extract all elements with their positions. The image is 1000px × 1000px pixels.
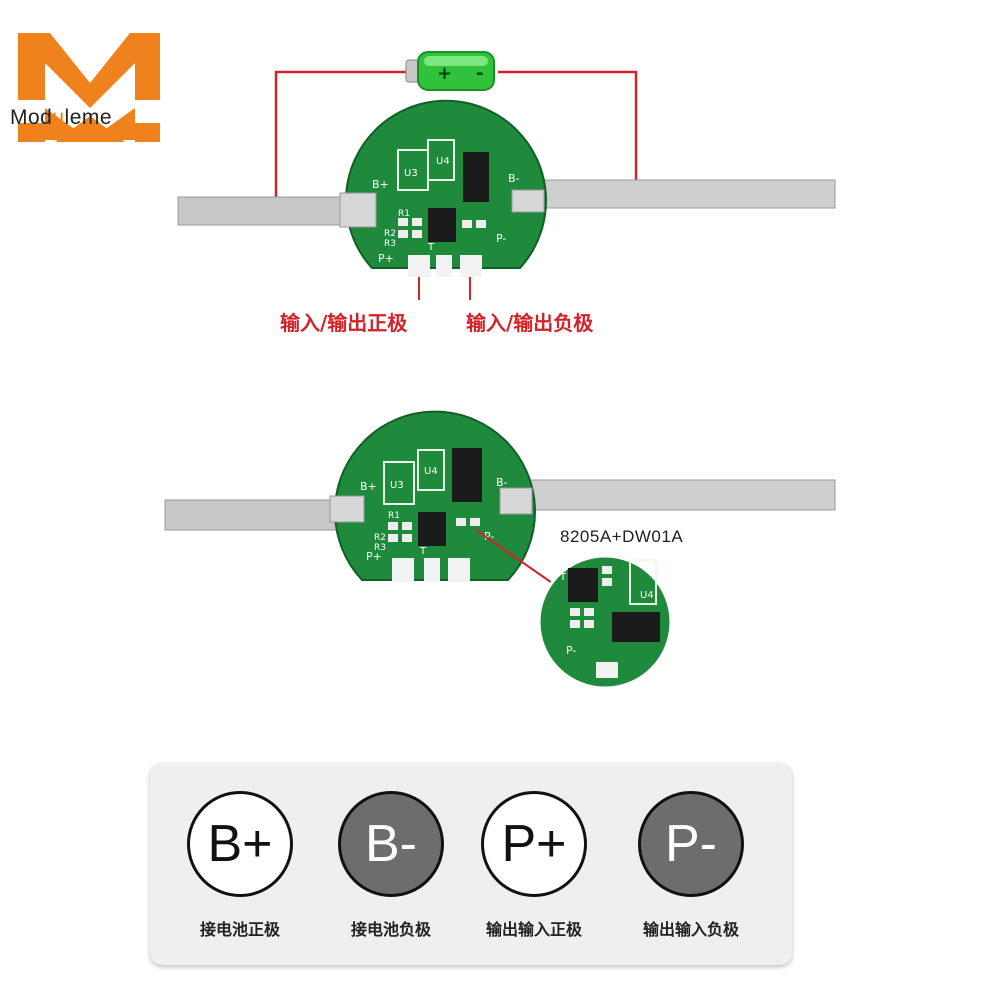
svg-text:R1: R1 [388, 511, 400, 521]
label-io-negative: 输入/输出负极 [466, 311, 594, 335]
positive-wire [274, 70, 418, 212]
brand-logo: Moduleme [10, 28, 175, 148]
caption-p-plus: 输出输入正极 [485, 920, 582, 939]
chip-label: 8205A+DW01A [560, 527, 684, 546]
caption-p-minus: 输出输入负极 [642, 920, 739, 939]
svg-text:B-: B- [508, 172, 520, 185]
svg-text:P-: P- [496, 232, 506, 245]
pcb-board: B+ B- P+ P- U3 U4 R1 R2 R3 T [329, 410, 536, 582]
svg-text:R3: R3 [384, 239, 396, 249]
label-io-positive: 输入/输出正极 [280, 311, 408, 335]
svg-text:P+: P+ [366, 550, 382, 563]
svg-text:U4: U4 [436, 156, 450, 167]
pcb-board: B+ B- P+ P- U3 U4 R1 R2 R3 T [339, 99, 547, 277]
svg-text:-: - [476, 63, 483, 84]
pin-legend-panel: B+ 接电池正极 B- 接电池负极 P+ 输出输入正极 P- 输出输入负极 [150, 763, 792, 965]
svg-text:U3: U3 [390, 480, 404, 491]
svg-text:R2: R2 [384, 229, 396, 239]
svg-text:P-: P- [484, 530, 494, 543]
svg-text:B+: B+ [360, 480, 377, 493]
svg-text:U4: U4 [424, 466, 438, 477]
chip-zoom-inset: T U4 P- [537, 554, 673, 690]
negative-wire [498, 70, 638, 195]
svg-text:B-: B- [496, 476, 508, 489]
logo-text: Moduleme [10, 106, 113, 129]
badge-p-plus: P+ [481, 791, 587, 897]
svg-text:T: T [427, 242, 435, 253]
svg-text:T: T [559, 572, 567, 583]
svg-text:R2: R2 [374, 533, 386, 543]
svg-text:U3: U3 [404, 168, 418, 179]
svg-text:R1: R1 [398, 209, 410, 219]
battery-icon: + - [405, 51, 495, 91]
nickel-strip-right [504, 479, 836, 511]
svg-text:R3: R3 [374, 543, 386, 553]
zoom-pointer [475, 529, 556, 586]
badge-p-minus: P- [638, 791, 744, 897]
svg-text:U4: U4 [640, 590, 654, 601]
svg-text:P+: P+ [378, 252, 394, 265]
caption-b-minus: 接电池负极 [350, 920, 431, 939]
svg-text:T: T [419, 546, 427, 557]
top-wiring-diagram: + - B+ B- P+ P- U3 U4 R1 R2 R3 T [177, 51, 836, 300]
svg-text:P-: P- [566, 644, 576, 657]
badge-b-plus: B+ [187, 791, 293, 897]
caption-b-plus: 接电池正极 [199, 920, 280, 939]
nickel-strip-right [504, 179, 836, 209]
logo-mark-icon [18, 33, 160, 142]
svg-text:B+: B+ [372, 178, 389, 191]
svg-text:+: + [437, 63, 452, 84]
badge-b-minus: B- [338, 791, 444, 897]
chip-detail-diagram: B+ B- P+ P- U3 U4 R1 R2 R3 T T U4 P- [164, 410, 836, 690]
